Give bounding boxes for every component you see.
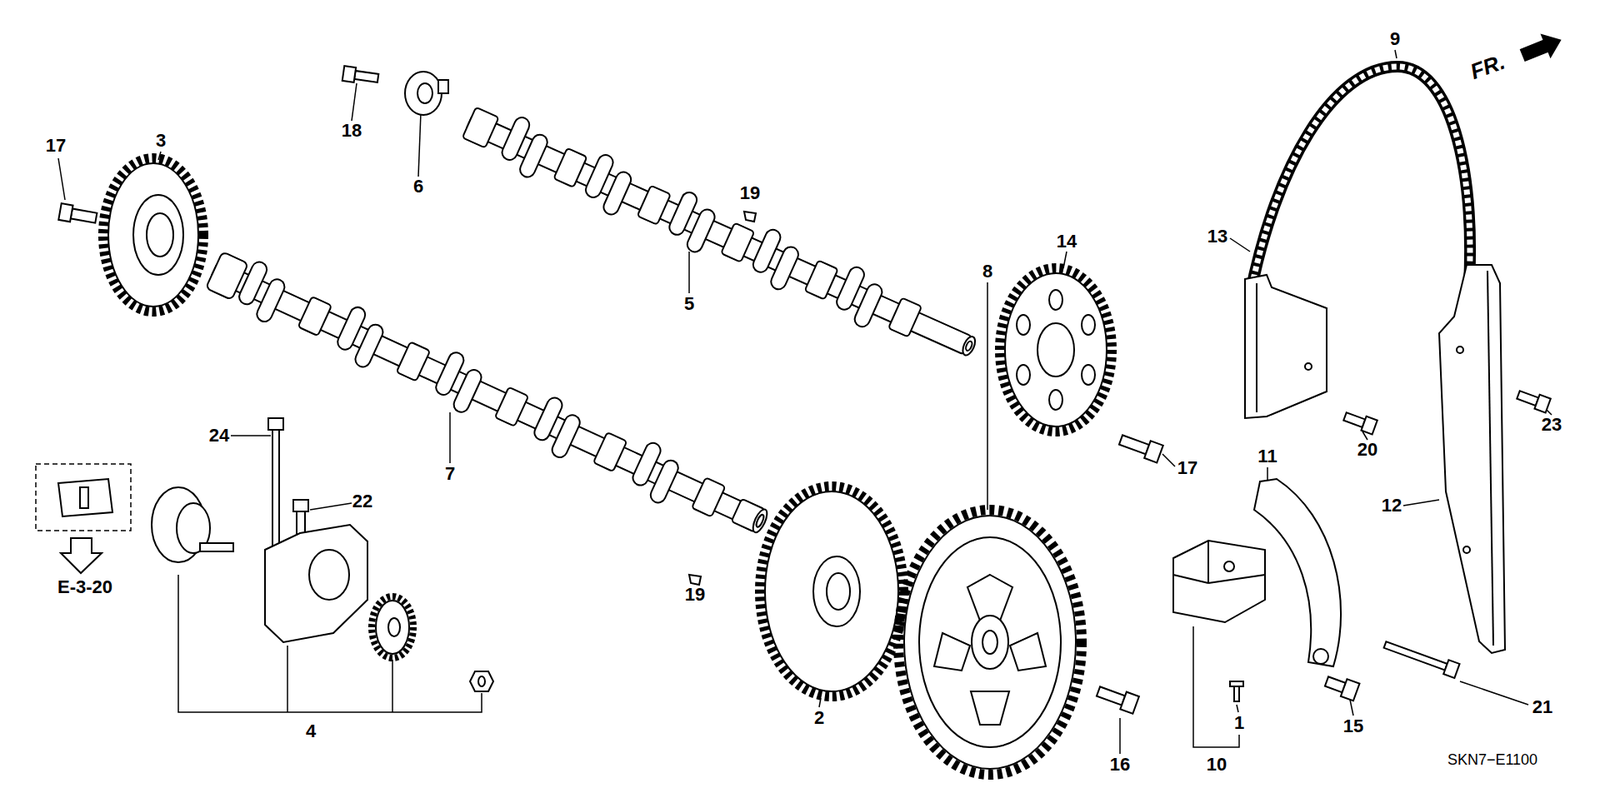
- callout-number: 19: [740, 184, 760, 203]
- callout-number: 4: [305, 722, 316, 741]
- direction-label: FR.: [1467, 50, 1508, 84]
- callout-number: 12: [1381, 496, 1402, 515]
- thrust-plate: [405, 71, 449, 115]
- cam-gear: [1000, 268, 1112, 432]
- cam-gear: [760, 486, 904, 697]
- chain-tensioner: [1173, 540, 1265, 623]
- cam-gear: [103, 158, 204, 312]
- leader-lines: [58, 50, 1552, 755]
- woodruff-key: [689, 211, 756, 585]
- callout-number: 2: [814, 709, 825, 728]
- callout-number: 18: [341, 121, 362, 140]
- callout-number: 11: [1257, 447, 1277, 466]
- callout-number: 8: [982, 262, 993, 281]
- front-arrow: [1518, 29, 1565, 66]
- tensioner-arm: [1254, 479, 1341, 667]
- cam-sprocket: [898, 510, 1082, 775]
- callout-number: 6: [413, 177, 424, 196]
- callout-number: 13: [1207, 227, 1228, 246]
- callout-number: 24: [209, 426, 230, 445]
- callout-number: 1: [1234, 714, 1245, 733]
- callout-number: 5: [684, 295, 695, 314]
- chain-guide: [1245, 275, 1327, 419]
- drawing-code: SKN7−E1100: [1447, 752, 1538, 768]
- callout-number: 7: [445, 465, 455, 484]
- callout-number: E-3-20: [57, 578, 113, 597]
- reference-inset: [35, 464, 131, 574]
- callout-number: 22: [352, 492, 373, 511]
- callout-number: 23: [1541, 415, 1562, 435]
- callout-number: 17: [45, 136, 66, 155]
- callout-number: 16: [1110, 755, 1130, 775]
- camshaft: [458, 98, 985, 373]
- callout-number: 21: [1532, 698, 1553, 717]
- callout-number: 14: [1056, 232, 1077, 251]
- callout-number: 9: [1390, 30, 1400, 49]
- callout-number: 10: [1206, 755, 1227, 775]
- bolt: [58, 65, 1551, 715]
- pulser-assembly: [151, 487, 494, 692]
- callout-number: 3: [155, 131, 166, 150]
- callout-number: 20: [1357, 440, 1378, 460]
- callout-number: 19: [685, 585, 705, 605]
- callout-number: 17: [1177, 459, 1198, 478]
- cam-chain: [1250, 66, 1470, 296]
- camshaft: [203, 245, 776, 548]
- chain-guide: [1439, 265, 1505, 654]
- callout-number: 15: [1343, 717, 1364, 736]
